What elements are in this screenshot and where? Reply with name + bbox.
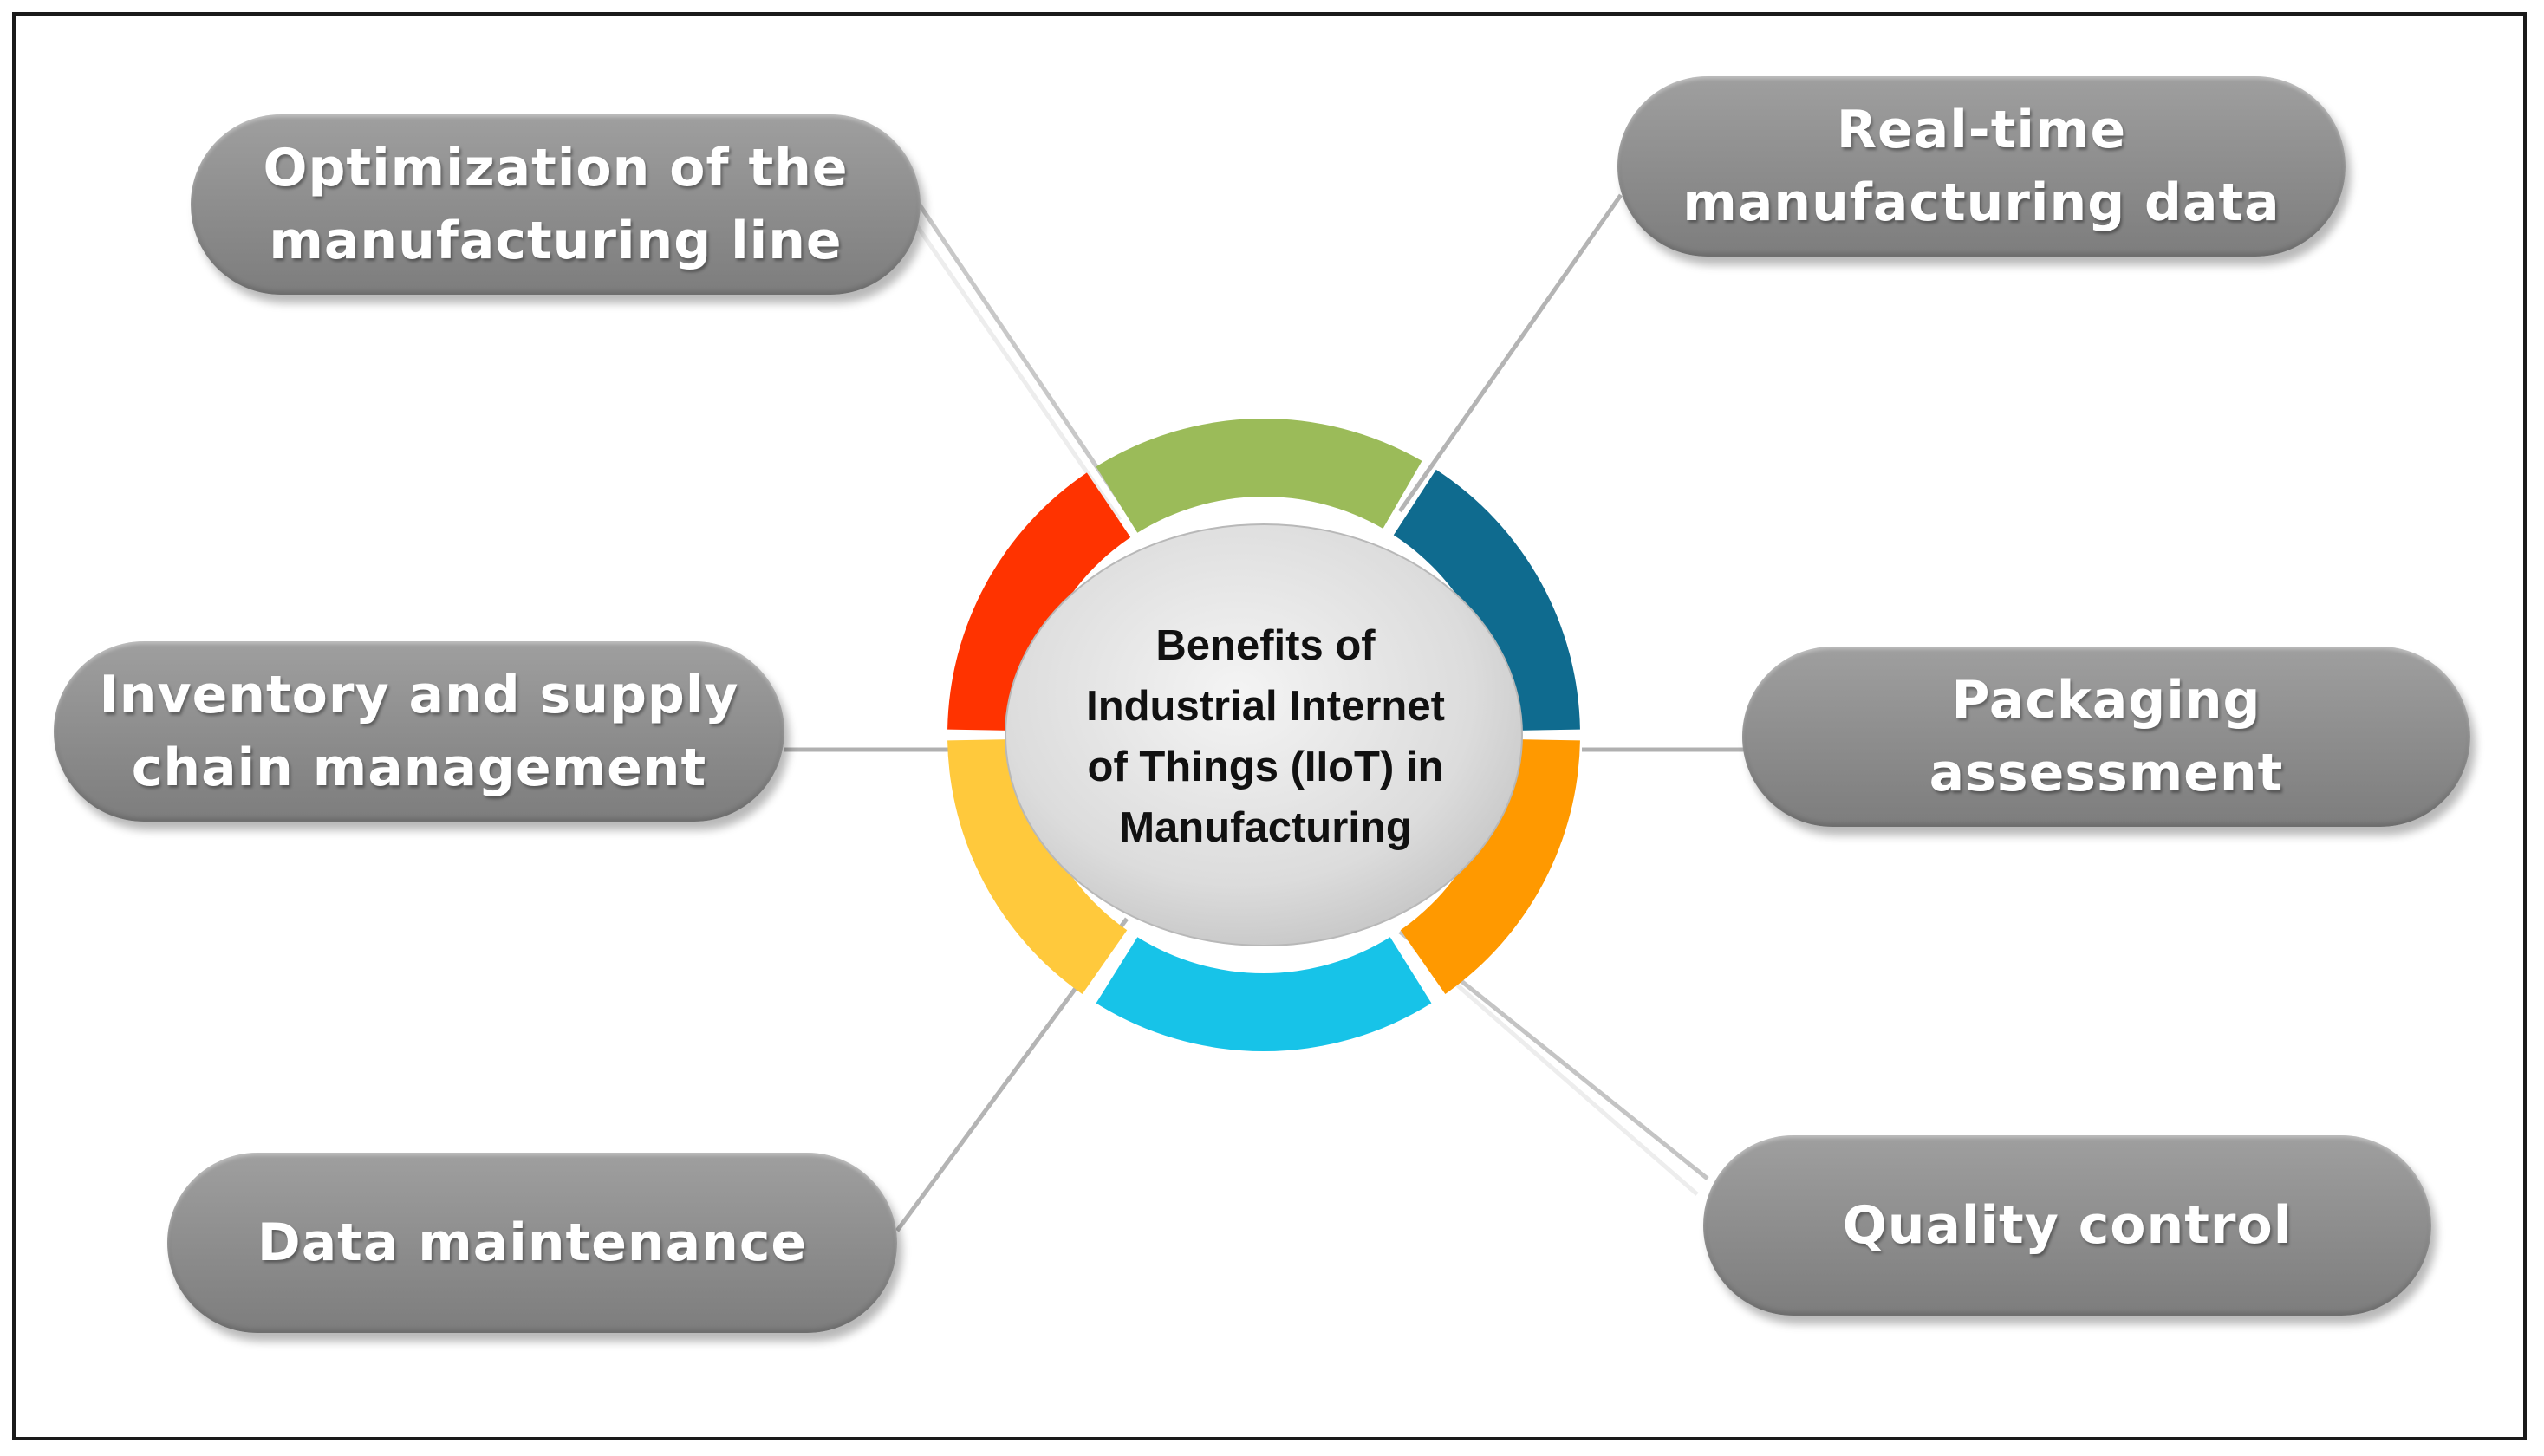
ring-segment-yellow bbox=[947, 738, 1128, 994]
hub-circle bbox=[1005, 523, 1523, 946]
benefit-realtime-line2: manufacturing data bbox=[1682, 172, 2280, 233]
benefit-optimization: Optimization of the manufacturing line bbox=[191, 114, 921, 295]
benefit-packaging-line1: Packaging assessment bbox=[1929, 670, 2284, 803]
connector-optimization-shadow bbox=[909, 217, 1122, 522]
benefit-maintenance: Data maintenance bbox=[167, 1153, 897, 1333]
ring-segment-orange bbox=[1400, 738, 1580, 994]
benefit-quality: Quality control bbox=[1703, 1135, 2431, 1316]
benefit-quality-line1: Quality control bbox=[1842, 1195, 2293, 1256]
hub-line-4: Manufacturing bbox=[1119, 804, 1412, 851]
connector-optimization bbox=[916, 202, 1129, 513]
benefit-optimization-line2: manufacturing line bbox=[269, 211, 843, 271]
ring-segment-blue bbox=[1393, 469, 1580, 731]
benefit-optimization-line1: Optimization of the bbox=[263, 138, 849, 198]
connector-realtime bbox=[1397, 193, 1623, 513]
ring-segment-cyan bbox=[1096, 937, 1432, 1052]
ring-segment-red bbox=[947, 472, 1131, 731]
hub-line-3: of Things (IIoT) in bbox=[1087, 744, 1444, 790]
connector-quality-shadow bbox=[1411, 945, 1699, 1196]
benefit-realtime-line1: Real-time bbox=[1836, 100, 2127, 160]
benefit-inventory-line1: Inventory and supply bbox=[99, 665, 739, 725]
hub-title: Benefits of Industrial Internet of Thing… bbox=[1014, 607, 1517, 867]
colored-ring bbox=[947, 419, 1580, 1052]
benefit-packaging: Packaging assessment bbox=[1742, 647, 2470, 827]
hub-line-2: Industrial Internet bbox=[1086, 683, 1445, 730]
hub-line-1: Benefits of bbox=[1155, 622, 1376, 669]
ring-segment-green bbox=[1096, 419, 1422, 533]
benefit-maintenance-line1: Data maintenance bbox=[257, 1212, 808, 1273]
benefit-realtime: Real-time manufacturing data bbox=[1617, 76, 2346, 257]
benefit-inventory: Inventory and supply chain management bbox=[54, 641, 784, 822]
benefit-inventory-line2: chain management bbox=[131, 738, 707, 798]
